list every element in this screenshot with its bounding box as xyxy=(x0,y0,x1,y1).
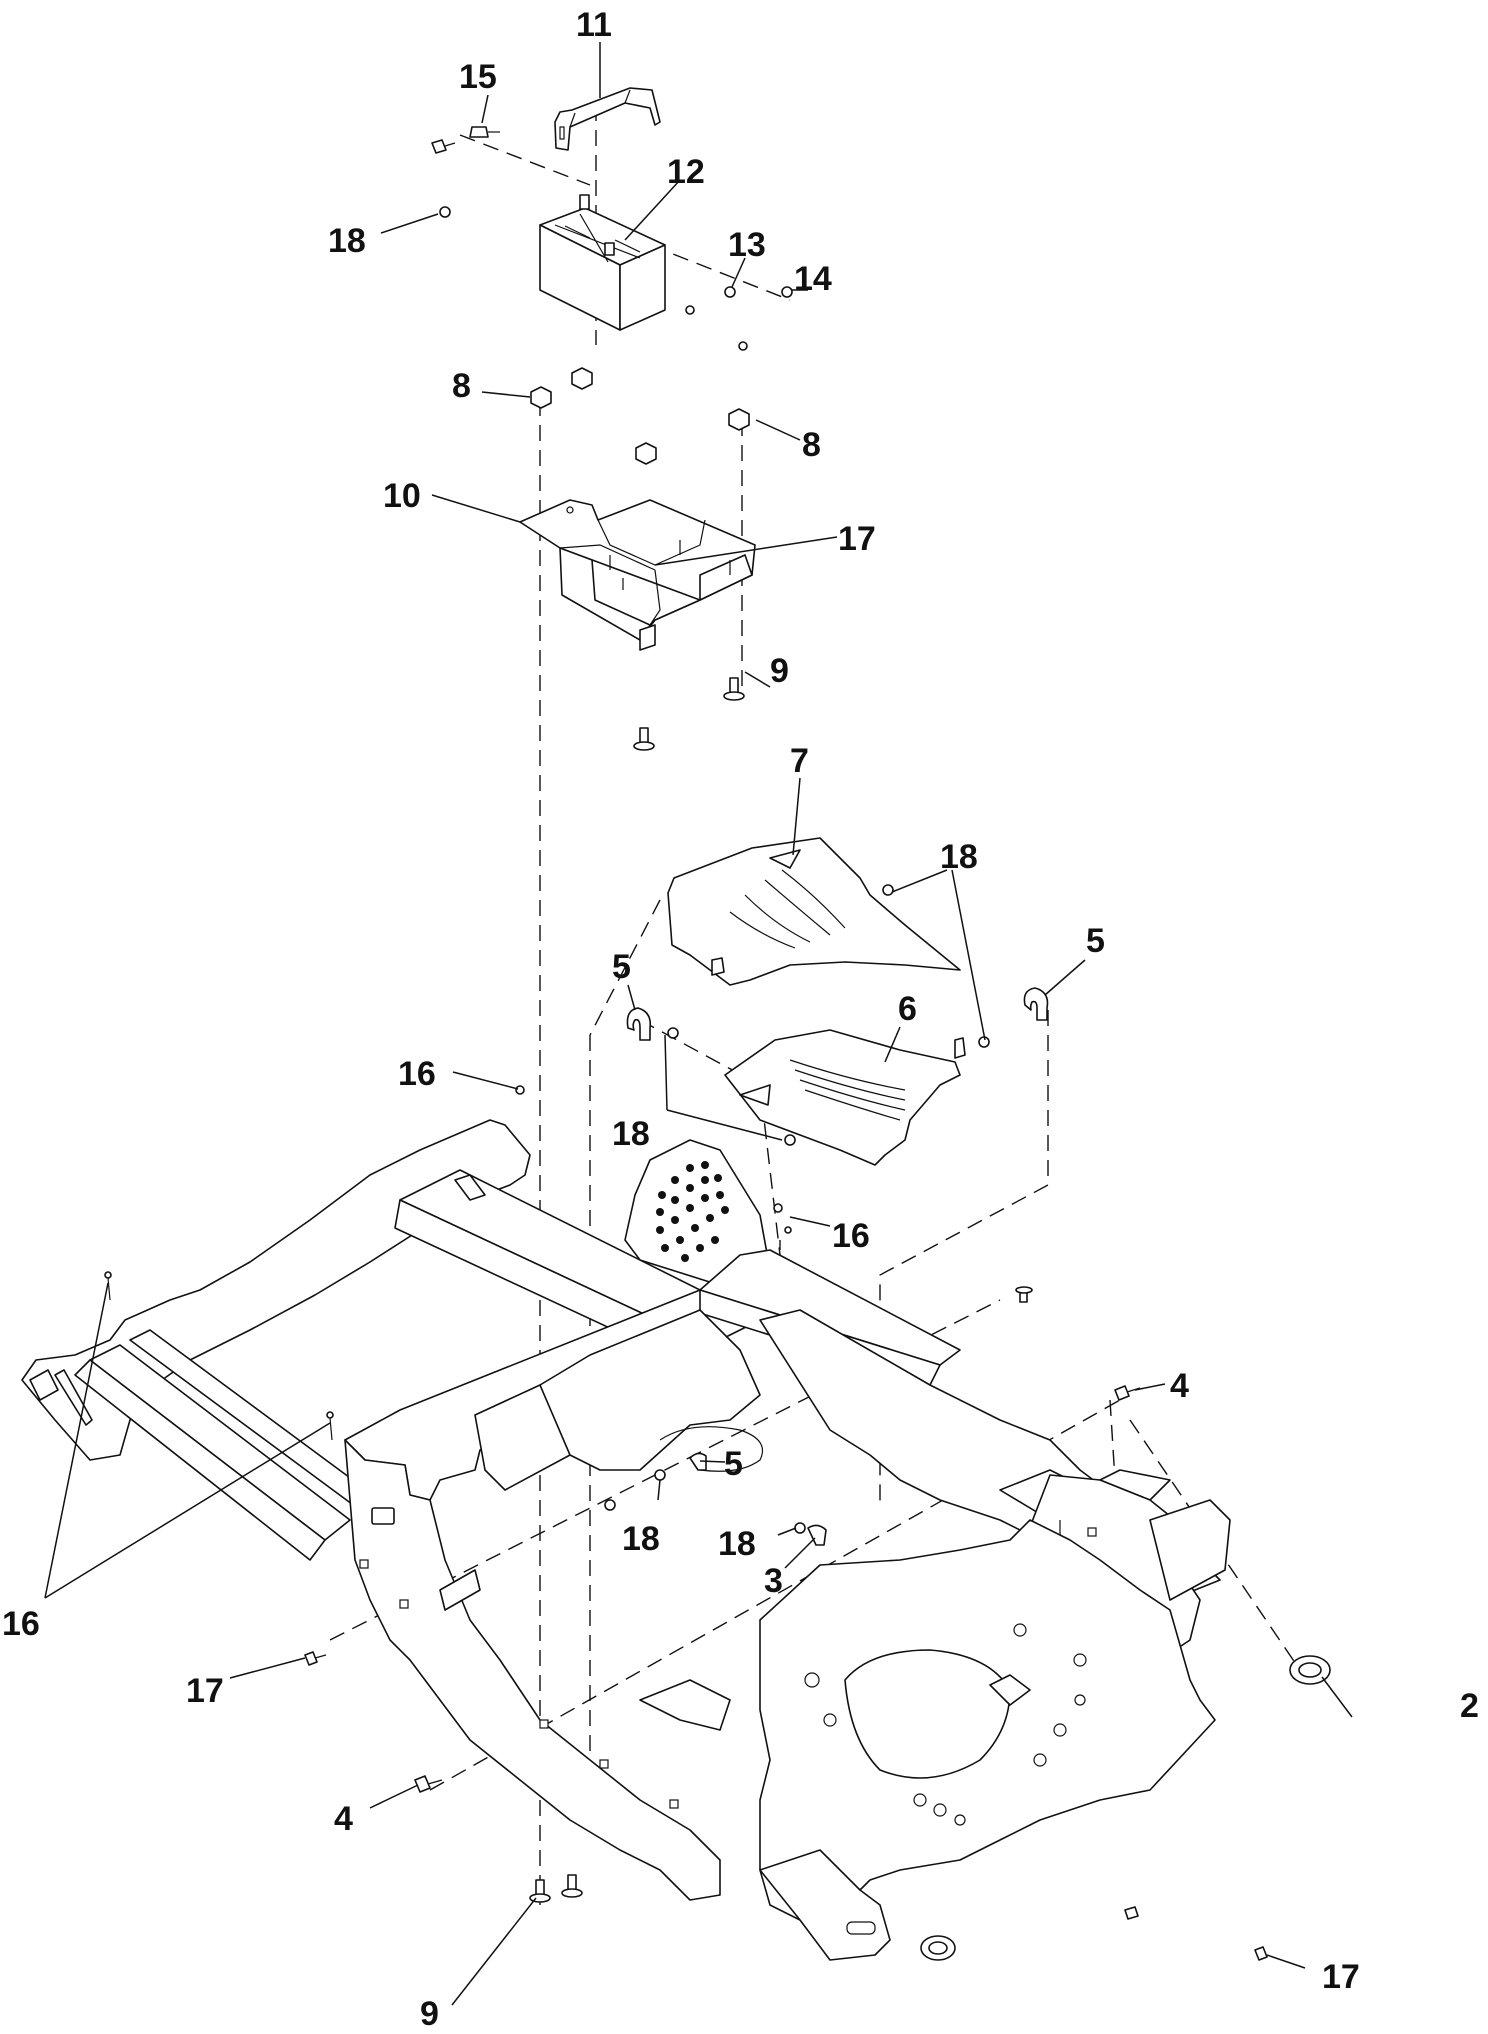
hardware-screw-front xyxy=(1124,1906,1139,1920)
callout-4-left: 4 xyxy=(334,1800,353,1838)
hardware-nut-14 xyxy=(781,286,793,298)
hardware-bolt-upper-left xyxy=(633,727,655,751)
callout-7: 7 xyxy=(790,742,809,780)
hardware-pin-16-right-a xyxy=(773,1203,783,1213)
hardware-bolt-lower-rear xyxy=(561,1874,583,1898)
callout-18-top: 18 xyxy=(328,222,366,260)
callout-5-right: 5 xyxy=(1086,922,1105,960)
callout-8-left: 8 xyxy=(452,367,471,405)
hardware-bolt-17-left xyxy=(304,1651,327,1666)
hardware-bolt-rear-right xyxy=(1015,1286,1033,1303)
hardware-nut-mid xyxy=(738,341,748,351)
hardware-bolt-9-lower xyxy=(529,1879,551,1903)
callout-18-frame-right: 18 xyxy=(718,1525,756,1563)
callout-5-left: 5 xyxy=(612,948,631,986)
callout-2: 2 xyxy=(1460,1687,1479,1725)
hardware-flange-nut-back xyxy=(571,367,593,390)
callout-16-left: 16 xyxy=(2,1605,40,1643)
callout-12: 12 xyxy=(667,153,705,191)
hardware-bolt-4-right xyxy=(1114,1385,1141,1401)
callout-8-right: 8 xyxy=(802,426,821,464)
hardware-bushing-2 xyxy=(1289,1655,1331,1685)
hardware-bolt-4-left xyxy=(414,1775,443,1793)
cable-clamp-left xyxy=(626,1007,652,1041)
hardware-pin-16-left-b xyxy=(329,1417,333,1441)
callout-9-lower: 9 xyxy=(420,1995,439,2033)
hardware-nut-18-shield-left xyxy=(667,1027,679,1039)
hardware-flange-nut-8-left xyxy=(530,386,552,409)
callout-11: 11 xyxy=(576,6,612,44)
seat-plate-holes xyxy=(656,1161,729,1262)
callout-3: 3 xyxy=(764,1562,783,1600)
frame-connector xyxy=(371,1507,395,1525)
callout-9-upper: 9 xyxy=(770,652,789,690)
hardware-pin-16-left-a xyxy=(107,1277,111,1301)
hardware-pin-16-left-b-head xyxy=(326,1411,334,1419)
hardware-pin-16-left-a-head xyxy=(104,1271,112,1279)
callout-18-shield: 18 xyxy=(940,838,978,876)
hardware-nut-18-frame-b xyxy=(604,1499,616,1511)
callout-17-left: 17 xyxy=(186,1672,224,1710)
hardware-pin-16-right-b xyxy=(784,1226,792,1234)
hardware-clamp-3 xyxy=(807,1524,827,1546)
hardware-flange-nut-8-right xyxy=(728,408,750,431)
hardware-nut-18-frame-c xyxy=(794,1522,806,1534)
callout-10: 10 xyxy=(383,477,421,515)
cable-clamp-right xyxy=(1023,987,1049,1021)
callout-labels: 11 15 12 18 13 14 8 8 10 17 9 7 18 5 5 6… xyxy=(2,6,1479,2033)
callout-17-right: 17 xyxy=(1322,1958,1360,1996)
callout-6: 6 xyxy=(898,990,917,1028)
hardware-flange-nut-rear xyxy=(635,442,657,465)
battery xyxy=(539,194,666,331)
hardware-bushing-lower xyxy=(920,1935,956,1961)
hardware-pin-16-upper xyxy=(515,1085,525,1095)
callout-13: 13 xyxy=(728,226,766,264)
hardware-nut-18-frame-a xyxy=(654,1469,666,1481)
hardware-clamp-5-frame xyxy=(689,1452,707,1471)
hardware-nut-18-shield-upper xyxy=(882,884,894,896)
callout-5-frame: 5 xyxy=(724,1445,743,1483)
callout-18-mid: 18 xyxy=(612,1115,650,1153)
callout-15: 15 xyxy=(459,58,497,96)
lower-heat-shield xyxy=(724,1029,966,1166)
hardware-nut-18-top xyxy=(439,206,451,218)
callout-4-right: 4 xyxy=(1170,1367,1189,1405)
upper-heat-shield xyxy=(667,837,961,986)
hardware-screw-top-left xyxy=(431,139,456,154)
hardware-washer-left xyxy=(685,305,695,315)
hold-down-bracket xyxy=(554,87,661,151)
callout-16-upper: 16 xyxy=(398,1055,436,1093)
hardware-washer-13 xyxy=(724,286,736,298)
callout-16-right: 16 xyxy=(832,1217,870,1255)
hardware-bolt-17-right xyxy=(1254,1946,1268,1961)
leader-lines xyxy=(44,42,1353,2006)
hardware-bolt-15 xyxy=(469,126,500,138)
battery-tray xyxy=(519,499,756,651)
callout-17-tray: 17 xyxy=(838,520,876,558)
callout-14: 14 xyxy=(794,260,832,298)
main-frame xyxy=(21,1119,1231,1961)
hardware-bolt-9-upper xyxy=(723,677,745,701)
hardware-nut-18-shield-bottom xyxy=(784,1134,796,1146)
callout-18-frame-left: 18 xyxy=(622,1520,660,1558)
